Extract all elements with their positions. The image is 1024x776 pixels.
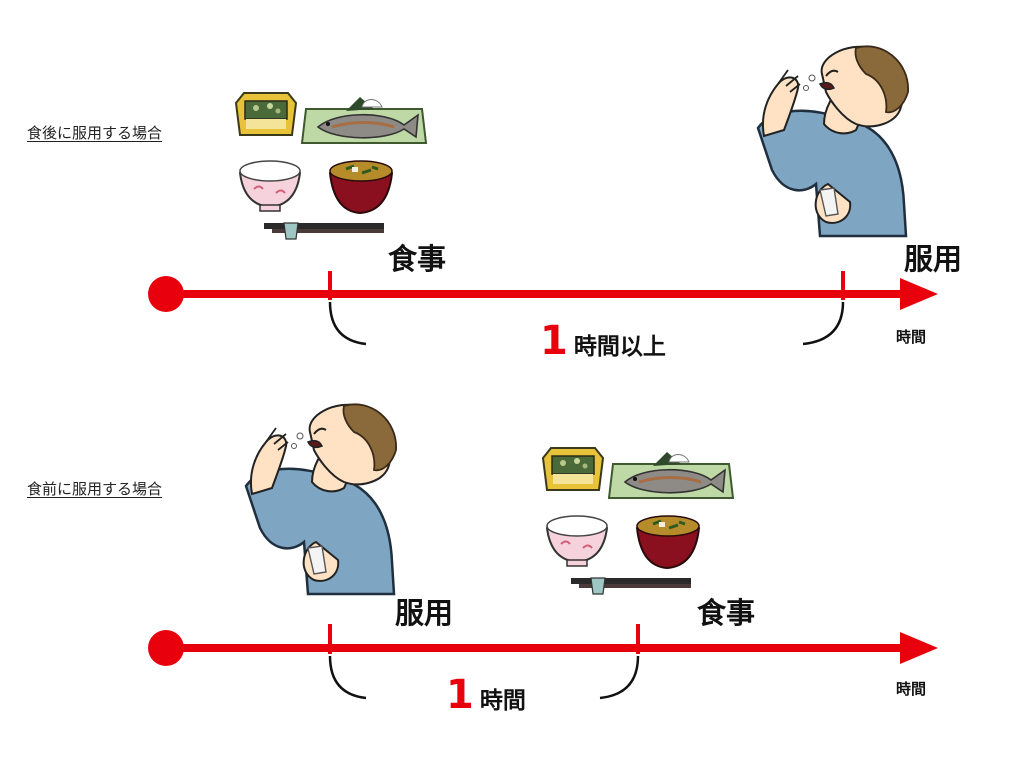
tick-marks [328,271,845,300]
first-event-label: 食事 [388,242,447,276]
taking-medicine-icon [244,403,398,596]
meal-icon [541,446,735,596]
first-event-label: 服用 [395,596,454,630]
interval-bracket [328,655,640,700]
timeline-scene [148,403,938,700]
interval-bracket [328,301,845,346]
axis-label: 時間 [896,328,927,346]
timeline-arrow [148,276,938,312]
interval-text: 時間以上 [573,334,666,360]
case-label: 食後に服用する場合 [27,124,163,142]
second-event-label: 食事 [697,596,756,630]
timeline-arrow [148,630,938,666]
second-event-label: 服用 [904,242,963,276]
interval-number: 1 [446,672,474,718]
tick-marks [328,624,640,654]
interval-number: 1 [540,318,568,364]
meal-icon [234,91,428,241]
taking-medicine-icon [756,45,910,238]
axis-label: 時間 [896,680,927,698]
interval-text: 時間 [479,688,526,714]
timeline-scene [148,45,938,346]
case-label: 食前に服用する場合 [27,480,163,498]
